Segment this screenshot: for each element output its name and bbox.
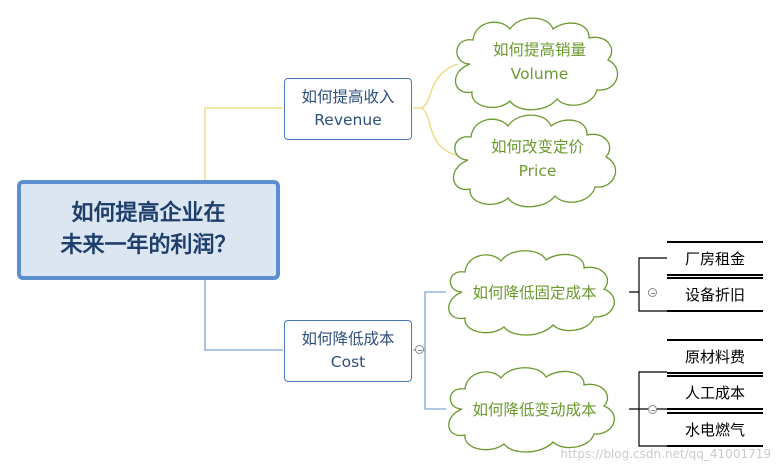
- branch-cost[interactable]: 如何降低成本 Cost: [284, 320, 412, 382]
- topic-fixed-cost-cn: 如何降低固定成本: [472, 284, 597, 302]
- connector-cost-fixed: [413, 291, 446, 351]
- branch-cost-cn: 如何降低成本: [301, 330, 395, 348]
- topic-volume-cn: 如何提高销量: [492, 41, 586, 59]
- connector-revenue-price: [419, 107, 457, 156]
- leaf-raw-materials[interactable]: 原材料费: [667, 339, 763, 374]
- leaf-equipment-depreciation[interactable]: 设备折旧: [667, 277, 763, 312]
- cloud-shapes: [448, 17, 619, 453]
- cloud-variable-cost: [448, 367, 615, 453]
- cloud-volume: [454, 17, 619, 111]
- topic-volume[interactable]: 如何提高销量 Volume: [462, 34, 617, 90]
- connector-root-revenue: [204, 107, 283, 180]
- leaf-plant-rent[interactable]: 厂房租金: [667, 241, 763, 276]
- connector-root-cost: [204, 280, 283, 351]
- topic-variable-cost[interactable]: 如何降低变动成本: [452, 396, 617, 424]
- topic-price[interactable]: 如何改变定价 Price: [460, 131, 615, 187]
- root-topic[interactable]: 如何提高企业在 未来一年的利润？: [17, 180, 280, 280]
- watermark: https://blog.csdn.net/qq_41001719: [560, 447, 771, 461]
- branch-revenue-cn: 如何提高收入: [301, 88, 395, 106]
- root-topic-line1: 如何提高企业在: [71, 201, 226, 226]
- leaf-utilities[interactable]: 水电燃气: [667, 412, 763, 447]
- branch-revenue[interactable]: 如何提高收入 Revenue: [284, 78, 412, 140]
- connector-fixed-leaves: [629, 257, 668, 312]
- collapse-variable-cost-icon[interactable]: [648, 405, 657, 414]
- collapse-fixed-cost-icon[interactable]: [648, 288, 657, 297]
- branch-cost-en: Cost: [330, 353, 366, 371]
- cloud-price: [452, 114, 617, 208]
- topic-variable-cost-cn: 如何降低变动成本: [472, 401, 597, 419]
- root-topic-line2: 未来一年的利润？: [60, 233, 237, 258]
- topic-price-en: Price: [518, 162, 557, 180]
- connector-cost-variable: [424, 350, 446, 410]
- cloud-fixed-cost: [448, 250, 615, 336]
- topic-fixed-cost[interactable]: 如何降低固定成本: [452, 279, 617, 307]
- topic-volume-en: Volume: [510, 65, 569, 83]
- branch-revenue-en: Revenue: [314, 111, 382, 129]
- collapse-cost-icon[interactable]: [415, 345, 424, 354]
- topic-price-cn: 如何改变定价: [490, 138, 584, 156]
- leaf-labor-cost[interactable]: 人工成本: [667, 375, 763, 410]
- connector-revenue-volume: [413, 63, 459, 109]
